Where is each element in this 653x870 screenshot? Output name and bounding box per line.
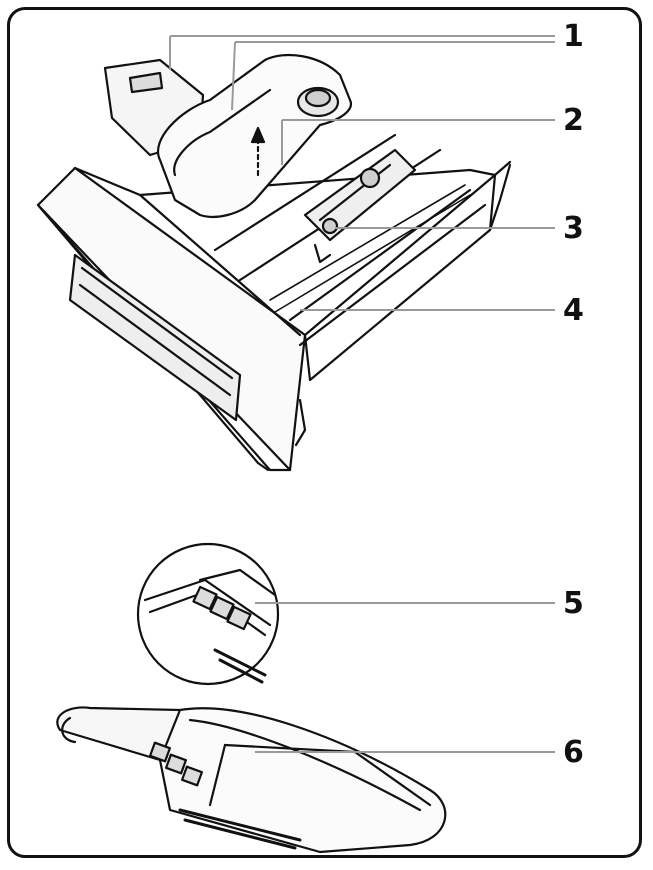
callout-3: 3 <box>563 211 584 246</box>
siphon-slider <box>303 148 417 264</box>
magnified-detail <box>136 542 280 686</box>
leader-lines <box>169 35 555 753</box>
drawer-front-panel <box>36 166 307 472</box>
callout-2: 2 <box>563 103 584 138</box>
callout-6: 6 <box>563 735 584 770</box>
callout-4: 4 <box>563 293 584 328</box>
liquid-container <box>157 53 353 218</box>
detergent-insert <box>56 706 447 854</box>
callout-1: 1 <box>563 19 584 54</box>
callout-5: 5 <box>563 586 584 621</box>
